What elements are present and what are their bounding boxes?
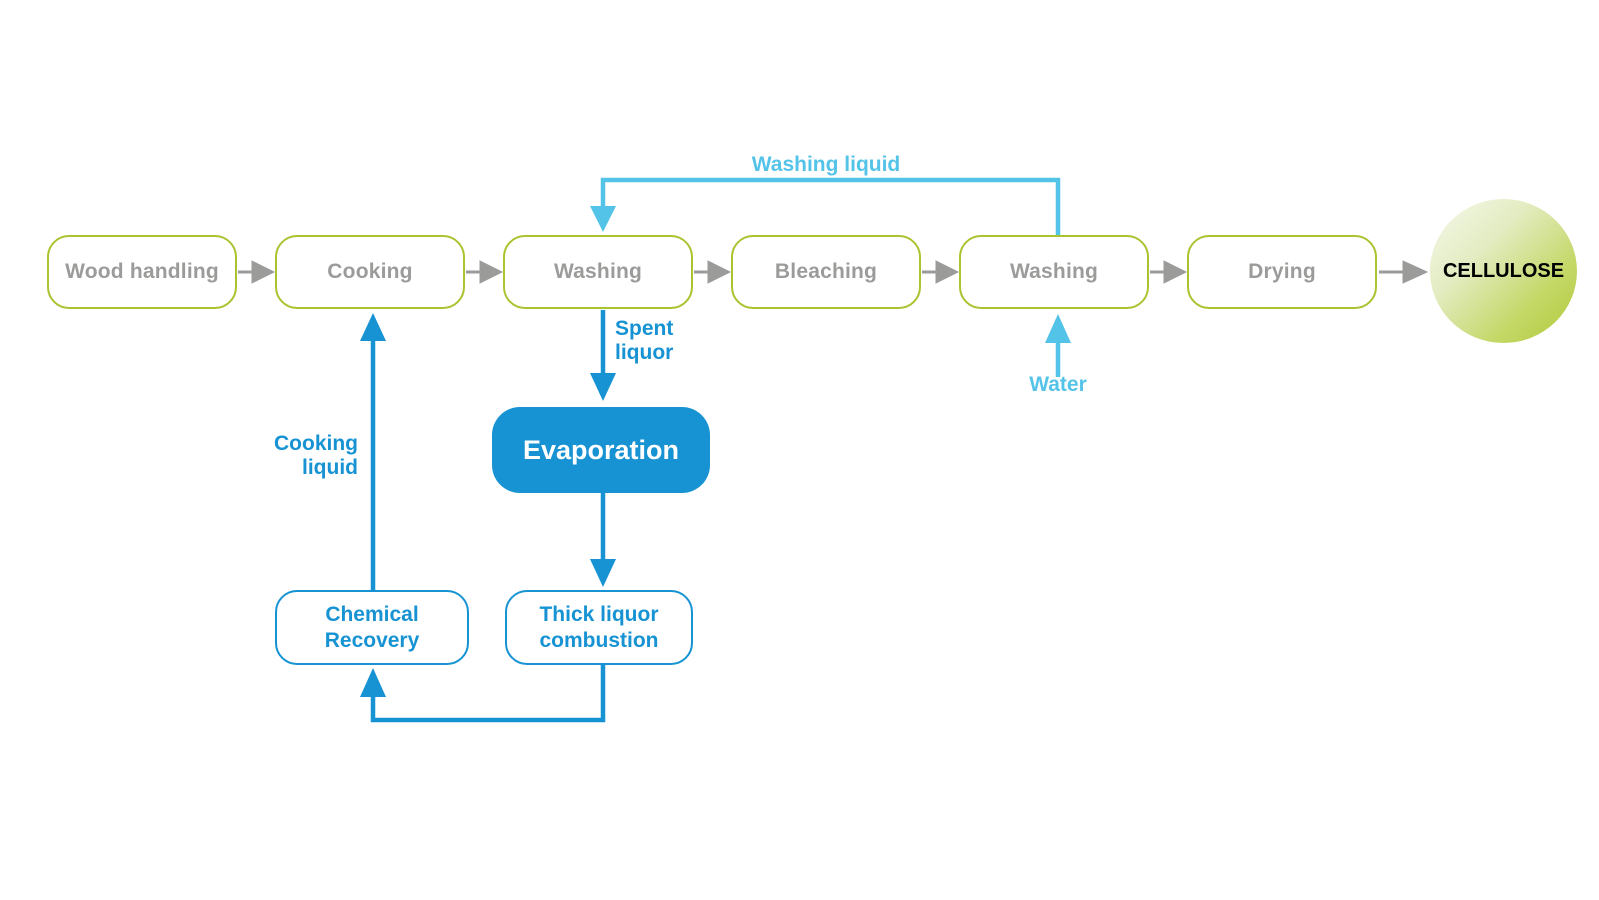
label-cooking-liquid: Cooking liquid: [274, 432, 358, 479]
flow-arrow-head: [707, 260, 732, 284]
step-label: Cooking: [327, 260, 413, 283]
step-cooking: Cooking: [275, 235, 465, 309]
step-drying: Drying: [1187, 235, 1377, 309]
flow-arrow-head: [1402, 260, 1429, 284]
step-label: Bleaching: [774, 260, 878, 283]
flow-arrow-head: [1163, 260, 1188, 284]
washing-liquid-line: [600, 177, 1061, 236]
evaporation-out-arrow-head: [590, 559, 616, 587]
cooking-liquid-connector: [360, 313, 386, 590]
step-wood-handling: Wood handling: [47, 235, 237, 309]
node-evaporation: Evaporation: [492, 407, 710, 493]
label-water: Water: [1029, 373, 1087, 396]
product-label: CELLULOSE: [1442, 259, 1565, 282]
label-washing-liquid: Washing liquid: [751, 153, 901, 176]
node-label: Thick liquor combustion: [539, 603, 659, 652]
main-flow-arrows: [238, 260, 1429, 284]
flow-arrow-head: [935, 260, 960, 284]
combustion-to-recovery-connector: [360, 664, 606, 723]
water-connector: [1045, 314, 1071, 377]
recovery-loop-line: [370, 664, 606, 723]
step-label: Wood handling: [65, 260, 219, 283]
label-spent-liquor: Spent liquor: [615, 317, 674, 364]
washing-liquid-arrow-head: [590, 206, 616, 232]
cooking-liquid-arrow-head: [360, 313, 386, 341]
step-bleaching: Bleaching: [731, 235, 921, 309]
flow-arrow-head: [479, 260, 504, 284]
water-arrow-head: [1045, 314, 1071, 343]
spent-liquor-connector: [590, 310, 616, 401]
step-washing-1: Washing: [503, 235, 693, 309]
step-label: Washing: [553, 260, 643, 283]
washing-liquid-connector: [590, 177, 1061, 236]
step-label: Washing: [1009, 260, 1099, 283]
node-label: Chemical Recovery: [324, 603, 420, 652]
evaporation-to-combustion-connector: [590, 492, 616, 587]
node-label: Evaporation: [522, 434, 680, 465]
node-chemical-recovery: Chemical Recovery: [275, 590, 469, 665]
recovery-loop-arrow-head: [360, 668, 386, 697]
step-washing-2: Washing: [959, 235, 1149, 309]
step-label: Drying: [1248, 260, 1316, 283]
flow-arrow-head: [251, 260, 276, 284]
product-cellulose: CELLULOSE: [1430, 199, 1577, 343]
spent-liquor-arrow-head: [590, 373, 616, 401]
node-thick-liquor-combustion: Thick liquor combustion: [505, 590, 693, 665]
